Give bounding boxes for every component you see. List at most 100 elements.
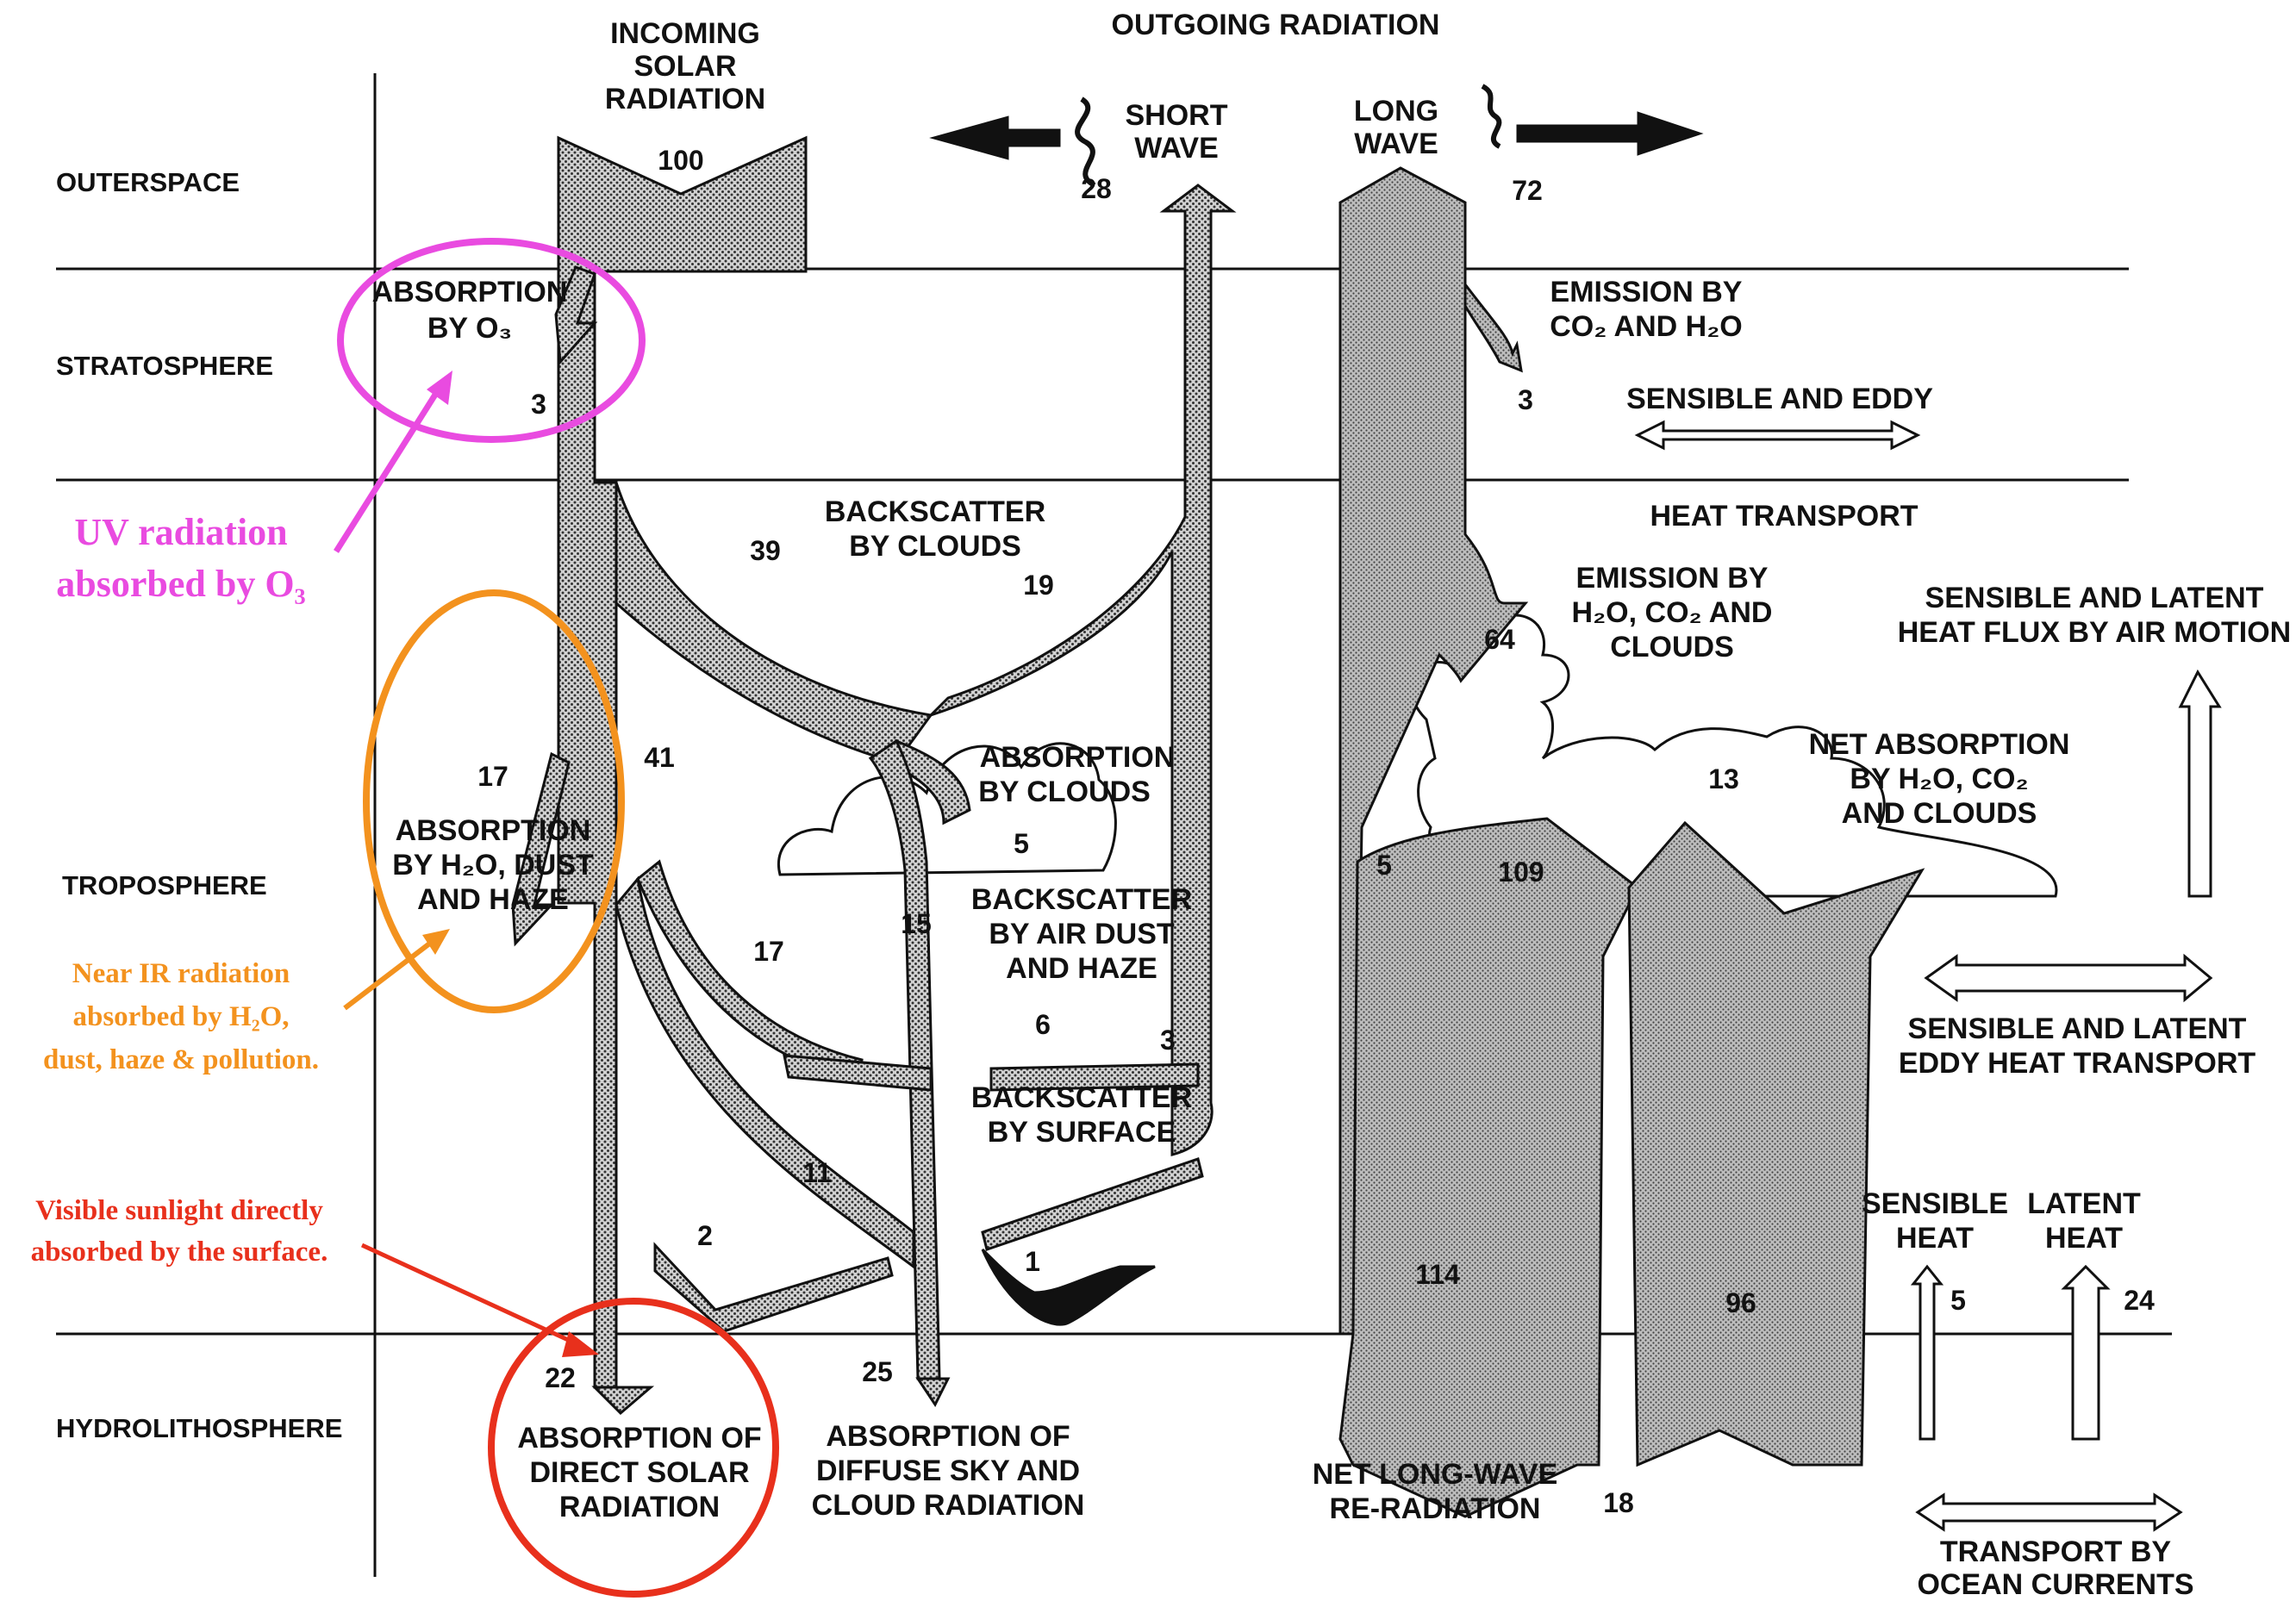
absorption-h2o-label-2: BY H₂O, DUST xyxy=(392,849,594,881)
flow-2-branch xyxy=(655,1245,892,1331)
absorption-direct-label-1: ABSORPTION OF xyxy=(517,1422,761,1455)
outgoing-arrows xyxy=(931,86,1702,185)
long-wave-label-1: LONG xyxy=(1354,95,1438,128)
incoming-label-1: INCOMING xyxy=(610,17,760,50)
air-motion-flux-arrow xyxy=(2181,672,2219,896)
value-109: 109 xyxy=(1498,857,1544,888)
value-5-left: 5 xyxy=(1376,850,1392,881)
sensible-heat-arrow xyxy=(1913,1267,1941,1439)
flow-17-branch xyxy=(638,862,862,1081)
absorption-o3-label-2: BY O₃ xyxy=(427,312,512,345)
value-41: 41 xyxy=(644,742,675,773)
co2-emission-arrow xyxy=(1465,284,1521,371)
long-wave-96-column xyxy=(1629,823,1922,1465)
long-wave-brace xyxy=(1482,86,1500,146)
near-ir-annotation-line-3: dust, haze & pollution. xyxy=(43,1044,319,1075)
backscatter-air-label-1: BACKSCATTER xyxy=(971,883,1192,916)
diffuse-arrowhead xyxy=(918,1379,948,1405)
eddy-transport-arrow xyxy=(1926,956,2211,1000)
incoming-label-3: RADIATION xyxy=(605,83,765,115)
value-17-left: 17 xyxy=(477,761,508,792)
value-incoming: 100 xyxy=(658,145,703,176)
surface-backscatter-mark xyxy=(983,1249,1155,1324)
ocean-transport-arrow xyxy=(1918,1495,2181,1529)
net-absorption-label-1: NET ABSORPTION xyxy=(1809,728,2070,761)
absorption-diffuse-label-3: CLOUD RADIATION xyxy=(812,1489,1085,1522)
near-ir-annotation-line-2: absorbed by H₂O, xyxy=(72,1001,289,1032)
emission-co2-label-2: CO₂ AND H₂O xyxy=(1550,310,1743,343)
net-longwave-label-2: RE-RADIATION xyxy=(1330,1492,1541,1525)
visible-annotation-line-1: Visible sunlight directly xyxy=(35,1195,323,1226)
latent-heat-label-2: HEAT xyxy=(2045,1222,2123,1255)
eddy-heat-transport-arrow xyxy=(1638,422,1918,448)
value-19: 19 xyxy=(1023,570,1054,601)
long-wave-out-arrow xyxy=(1517,112,1702,155)
uv-annotation-line-2: absorbed by O₃ xyxy=(56,563,305,605)
value-25: 25 xyxy=(862,1356,893,1387)
absorption-direct-label-2: DIRECT SOLAR xyxy=(530,1456,750,1489)
short-wave-return xyxy=(931,185,1232,1155)
value-2: 2 xyxy=(697,1220,713,1251)
layer-troposphere: TROPOSPHERE xyxy=(62,870,267,900)
visible-annotation-line-2: absorbed by the surface. xyxy=(31,1237,328,1268)
backscatter-air-label-2: BY AIR DUST xyxy=(989,918,1175,950)
air-motion-flux-label-2: HEAT FLUX BY AIR MOTION xyxy=(1898,616,2291,649)
value-o3: 3 xyxy=(531,389,546,420)
ocean-currents-label-2: OCEAN CURRENTS xyxy=(1917,1568,2193,1601)
sensible-eddy-label: SENSIBLE AND EDDY xyxy=(1626,383,1933,415)
value-18: 18 xyxy=(1603,1487,1634,1518)
value-64: 64 xyxy=(1484,624,1515,655)
sensible-heat-label-2: HEAT xyxy=(1896,1222,1974,1255)
incoming-solar-stem xyxy=(558,138,806,1387)
value-22: 22 xyxy=(545,1362,576,1393)
backscatter-air-label-3: AND HAZE xyxy=(1006,952,1157,985)
value-114: 114 xyxy=(1415,1259,1460,1290)
latent-heat-arrow xyxy=(2064,1267,2107,1439)
layer-hydrolithosphere: HYDROLITHOSPHERE xyxy=(56,1413,342,1443)
emission-clouds-label-1: EMISSION BY xyxy=(1576,562,1769,595)
short-wave-squiggle xyxy=(1077,99,1095,185)
value-24: 24 xyxy=(2124,1285,2155,1316)
value-short-wave-out: 28 xyxy=(1081,173,1112,204)
net-absorption-label-3: AND CLOUDS xyxy=(1842,797,2037,830)
absorption-clouds-label-2: BY CLOUDS xyxy=(978,776,1151,808)
incoming-label-2: SOLAR xyxy=(634,50,737,83)
layer-outerspace: OUTERSPACE xyxy=(56,167,240,197)
emission-clouds-label-2: H₂O, CO₂ AND xyxy=(1572,596,1773,629)
layer-stratosphere: STRATOSPHERE xyxy=(56,351,273,381)
ocean-currents-label-1: TRANSPORT BY xyxy=(1940,1536,2172,1568)
value-long-wave-out: 72 xyxy=(1512,175,1543,206)
value-1: 1 xyxy=(1025,1246,1040,1277)
value-96: 96 xyxy=(1725,1287,1756,1318)
backscatter-surface-label-2: BY SURFACE xyxy=(988,1116,1176,1149)
eddy-transport-label-1: SENSIBLE AND LATENT xyxy=(1908,1012,2247,1045)
value-39: 39 xyxy=(750,535,781,566)
backscatter-clouds-label-1: BACKSCATTER xyxy=(825,495,1045,528)
value-13: 13 xyxy=(1708,763,1739,794)
net-absorption-label-2: BY H₂O, CO₂ xyxy=(1850,763,2028,795)
value-5-clouds: 5 xyxy=(1014,828,1029,859)
value-6: 6 xyxy=(1035,1009,1051,1040)
direct-solar-arrowhead xyxy=(595,1387,651,1413)
eddy-transport-label-2: EDDY HEAT TRANSPORT xyxy=(1899,1047,2256,1080)
value-emission-strat: 3 xyxy=(1518,384,1533,415)
value-3: 3 xyxy=(1160,1025,1176,1056)
long-wave-label-2: WAVE xyxy=(1354,128,1438,160)
flow-1-branch xyxy=(983,1159,1202,1249)
visible-pointer-line xyxy=(362,1245,577,1344)
air-motion-flux-label-1: SENSIBLE AND LATENT xyxy=(1925,582,2264,614)
value-5-sensible: 5 xyxy=(1950,1285,1966,1316)
value-15: 15 xyxy=(901,908,932,939)
absorption-h2o-label-1: ABSORPTION xyxy=(396,814,591,847)
near-ir-pointer-head xyxy=(422,929,450,955)
sensible-heat-label-1: SENSIBLE xyxy=(1862,1187,2008,1220)
short-wave-label-2: WAVE xyxy=(1134,132,1219,165)
absorption-direct-label-3: RADIATION xyxy=(559,1491,720,1523)
value-11: 11 xyxy=(802,1157,832,1188)
backscatter-clouds-label-2: BY CLOUDS xyxy=(849,530,1021,563)
backscatter-surface-label-1: BACKSCATTER xyxy=(971,1081,1192,1114)
net-longwave-label-1: NET LONG-WAVE xyxy=(1313,1458,1558,1491)
outgoing-label: OUTGOING RADIATION xyxy=(1112,9,1440,41)
